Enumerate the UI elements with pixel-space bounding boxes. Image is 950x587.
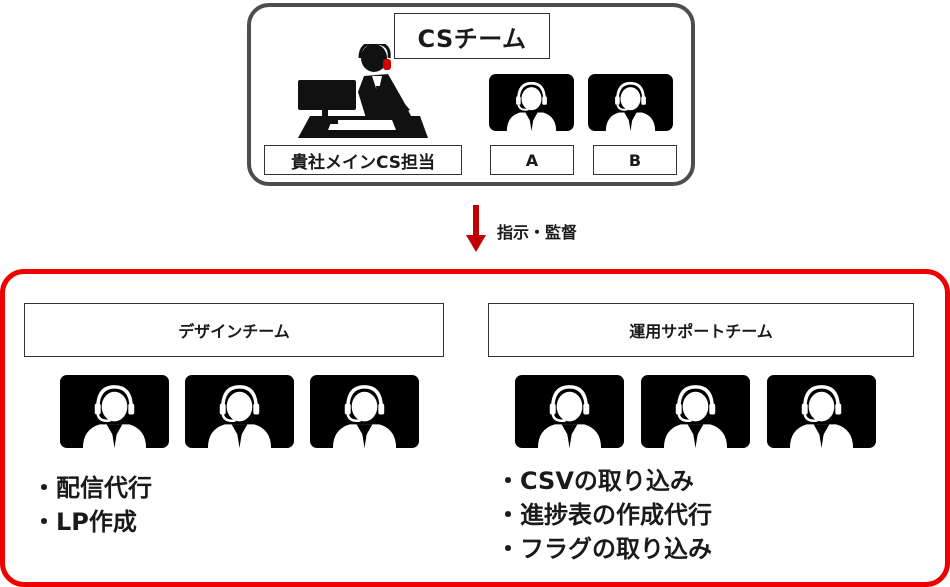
task-item: ・フラグの取り込み — [496, 535, 712, 563]
task-item: ・配信代行 — [32, 474, 152, 502]
operator-headset-icon — [788, 385, 855, 448]
ops-support-team-title: 運用サポートチーム — [488, 303, 914, 357]
task-item: ・LP作成 — [32, 508, 137, 536]
sub-teams-container — [0, 269, 950, 587]
design-task-list: ・配信代行 ・LP作成 — [32, 471, 152, 539]
design-operator-tile-2 — [185, 375, 294, 448]
ops-operator-tile-2 — [641, 375, 750, 448]
ops-operator-tile-3 — [767, 375, 876, 448]
operator-headset-icon — [206, 385, 273, 448]
operator-headset-icon — [536, 385, 603, 448]
down-arrow-icon — [466, 205, 486, 252]
member-b-label: B — [593, 145, 677, 175]
operator-headset-icon — [331, 385, 398, 448]
main-cs-label: 貴社メインCS担当 — [264, 145, 462, 175]
operator-headset-icon — [505, 81, 558, 131]
ops-operator-tile-1 — [515, 375, 624, 448]
desk-operator-icon — [298, 44, 428, 138]
operator-headset-icon — [81, 385, 148, 448]
instruction-label: 指示・監督 — [497, 223, 578, 242]
design-team-title: デザインチーム — [24, 303, 444, 357]
cs-team-title: CSチーム — [394, 13, 550, 59]
design-operator-tile-3 — [310, 375, 419, 448]
task-item: ・CSVの取り込み — [496, 467, 694, 495]
ops-task-list: ・CSVの取り込み ・進捗表の作成代行 ・フラグの取り込み — [496, 464, 712, 566]
operator-tile-b — [588, 74, 673, 131]
task-item: ・進捗表の作成代行 — [496, 501, 712, 529]
member-a-label: A — [490, 145, 574, 175]
operator-tile-a — [489, 74, 574, 131]
design-operator-tile-1 — [60, 375, 169, 448]
operator-headset-icon — [604, 81, 657, 131]
operator-headset-icon — [662, 385, 729, 448]
